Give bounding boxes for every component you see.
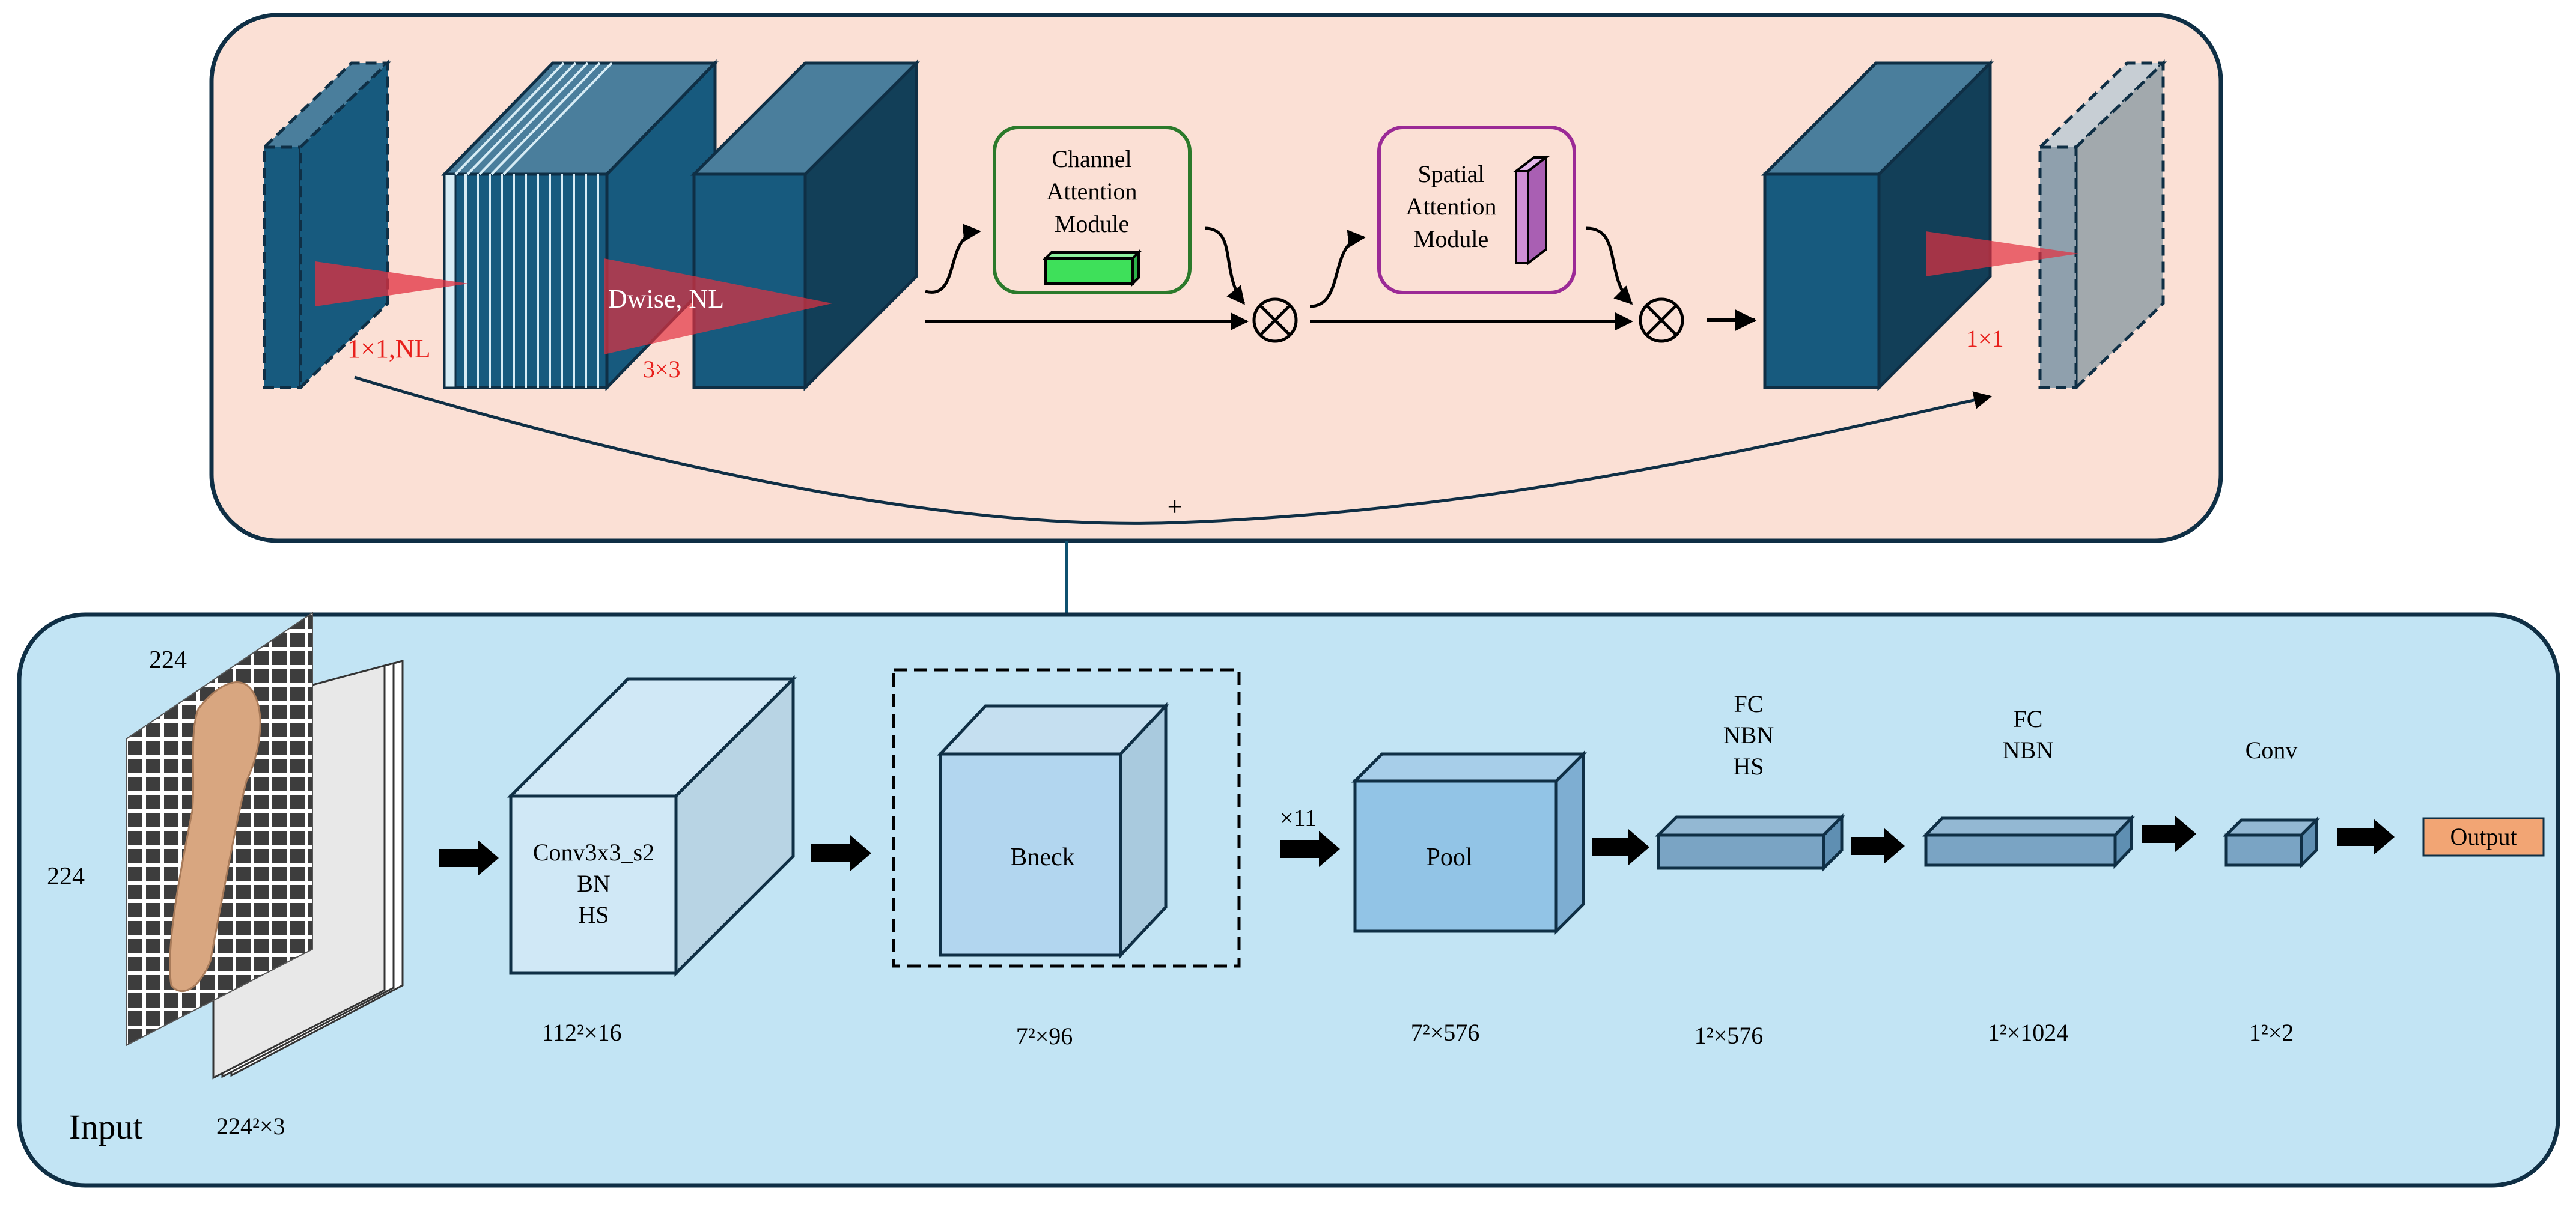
final-conv-label: Conv xyxy=(2246,737,2298,764)
input-image-stack xyxy=(126,612,404,1080)
fc1-line-3: HS xyxy=(1733,753,1764,780)
channel-module-line-2: Attention xyxy=(1046,178,1137,205)
label-1x1-nl: 1×1,NL xyxy=(347,334,430,363)
fc2-dim-label: 1²×1024 xyxy=(1988,1019,2069,1046)
fc1-line-2: NBN xyxy=(1723,722,1774,749)
arrow-spatial-to-multiply xyxy=(1586,226,1633,305)
bneck-dashed-frame xyxy=(892,668,1241,968)
final-conv-dim-label: 1²×2 xyxy=(2249,1019,2294,1046)
arrow-pool-to-fc1 xyxy=(1592,829,1649,865)
conv3x3-block: Conv3x3_s2 BN HS xyxy=(507,675,797,977)
arrow-bneck-to-pool xyxy=(1280,831,1340,867)
arrow-fc1-to-fc2 xyxy=(1851,828,1905,864)
pool-block-label: Pool xyxy=(1426,844,1472,871)
conv-block-line-3: HS xyxy=(578,901,609,928)
final-conv-block xyxy=(2222,816,2321,869)
fc2-block xyxy=(1922,814,2135,869)
spatial-attention-block-icon xyxy=(1512,154,1550,266)
multiply-icon-2 xyxy=(1639,297,1684,343)
input-label: Input xyxy=(69,1107,142,1146)
spatial-module-line-3: Module xyxy=(1414,225,1488,252)
residual-plus-label: + xyxy=(1168,492,1183,521)
bneck-output-tensor xyxy=(2036,59,2167,391)
pool-block: Pool xyxy=(1351,750,1588,935)
conv-block-line-2: BN xyxy=(577,870,611,897)
arrow-to-spatial-attention xyxy=(1309,230,1366,308)
fc1-dim-label: 1²×576 xyxy=(1694,1022,1764,1049)
repeat-label: ×11 xyxy=(1280,804,1317,831)
fc1-line-1: FC xyxy=(1734,690,1764,717)
spatial-module-line-2: Attention xyxy=(1405,193,1496,220)
channel-attention-block-icon xyxy=(1043,249,1142,287)
kernel-1x1-icon xyxy=(1926,231,2079,276)
label-3x3: 3×3 xyxy=(643,356,681,383)
label-dwise-nl: Dwise, NL xyxy=(608,284,724,314)
label-1x1: 1×1 xyxy=(1966,325,2004,352)
spatial-module-line-1: Spatial xyxy=(1417,160,1484,187)
conv-block-line-1: Conv3x3_s2 xyxy=(533,839,654,866)
pool-dim-label: 7²×576 xyxy=(1411,1019,1480,1046)
bneck-dim-label: 7²×96 xyxy=(1016,1023,1073,1050)
channel-attention-module: Channel Attention Module xyxy=(993,126,1192,294)
input-dim-label: 224²×3 xyxy=(216,1113,285,1140)
bneck-block-label: Bneck xyxy=(1010,844,1074,871)
channel-module-line-3: Module xyxy=(1055,210,1129,237)
fc1-block xyxy=(1654,813,1846,872)
residual-connection-arrow xyxy=(354,375,1992,525)
arrow-to-channel-attention xyxy=(925,223,981,294)
arrow-fc2-to-conv xyxy=(2142,816,2196,852)
fc2-line-1: FC xyxy=(2014,705,2043,732)
output-box: Output xyxy=(2422,817,2545,857)
arrow-conv-to-output xyxy=(2337,819,2395,855)
arrow-input-to-conv xyxy=(439,840,499,876)
output-label: Output xyxy=(2450,823,2517,850)
kernel-1x1-nl-icon xyxy=(315,261,469,306)
input-hand-image xyxy=(126,612,313,1047)
fc2-line-2: NBN xyxy=(2003,737,2053,764)
arrow-conv-to-bneck xyxy=(811,835,871,871)
bneck-projection-tensor xyxy=(1761,59,1994,392)
arrow-channel-to-multiply xyxy=(1204,226,1245,305)
spatial-attention-module: Spatial Attention Module xyxy=(1377,126,1576,294)
bneck-block: Bneck xyxy=(937,702,1169,959)
multiply-icon xyxy=(1252,297,1298,343)
bneck-depthwise-tensor xyxy=(690,59,921,392)
conv-dim-label: 112²×16 xyxy=(541,1019,621,1046)
kernel-3x3-icon xyxy=(604,258,832,354)
bneck-input-tensor xyxy=(260,59,392,391)
input-width-label: 224 xyxy=(47,863,85,890)
channel-module-line-1: Channel xyxy=(1052,145,1131,172)
input-height-label: 224 xyxy=(149,646,187,674)
